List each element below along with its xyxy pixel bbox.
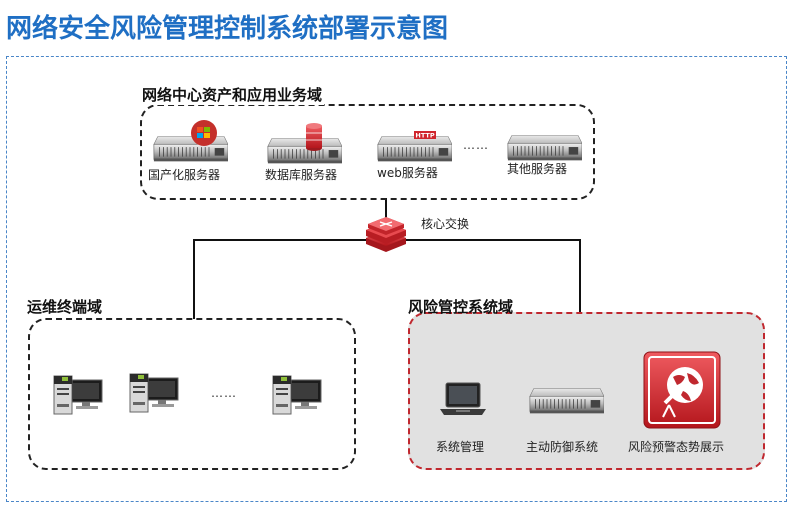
server-label-other: 其他服务器 (507, 162, 568, 176)
other-server-icon (507, 135, 582, 161)
http-badge-text: HTTP (415, 132, 434, 140)
connector-top (385, 198, 387, 224)
defense-server-icon (529, 388, 604, 414)
server-ellipsis: …… (463, 138, 489, 152)
database-server-icon (267, 123, 342, 164)
datacenter-zone (140, 104, 595, 200)
risk-zone-label: 风险管控系统域 (408, 298, 514, 316)
windows-server-icon (153, 120, 228, 162)
terminal-icon (129, 373, 179, 413)
page-title: 网络安全风险管理控制系统部署示意图 (6, 14, 449, 44)
server-label-database: 数据库服务器 (265, 168, 338, 182)
http-server-icon: HTTP (377, 131, 452, 162)
server-label-domestic: 国产化服务器 (148, 168, 221, 182)
datacenter-zone-label: 网络中心资产和应用业务域 (140, 84, 325, 105)
radar-globe-icon (643, 351, 721, 429)
terminal-icon (53, 375, 103, 415)
outer-boundary (6, 56, 787, 502)
ops-terminal-zone (28, 318, 356, 470)
terminal-ellipsis: …… (211, 386, 237, 400)
risk-item-label-warning-display: 风险预警态势展示 (628, 440, 725, 454)
core-switch-label: 核心交换 (421, 217, 470, 231)
laptop-icon (440, 382, 486, 415)
terminal-icon (272, 375, 322, 415)
core-switch-icon (366, 217, 406, 252)
risk-item-label-active-defense: 主动防御系统 (526, 440, 599, 454)
connector-left (193, 239, 195, 319)
risk-item-label-system-mgmt: 系统管理 (436, 440, 485, 454)
connector-right (579, 239, 581, 313)
ops-zone-label: 运维终端域 (25, 296, 105, 317)
server-label-web: web服务器 (377, 166, 438, 180)
